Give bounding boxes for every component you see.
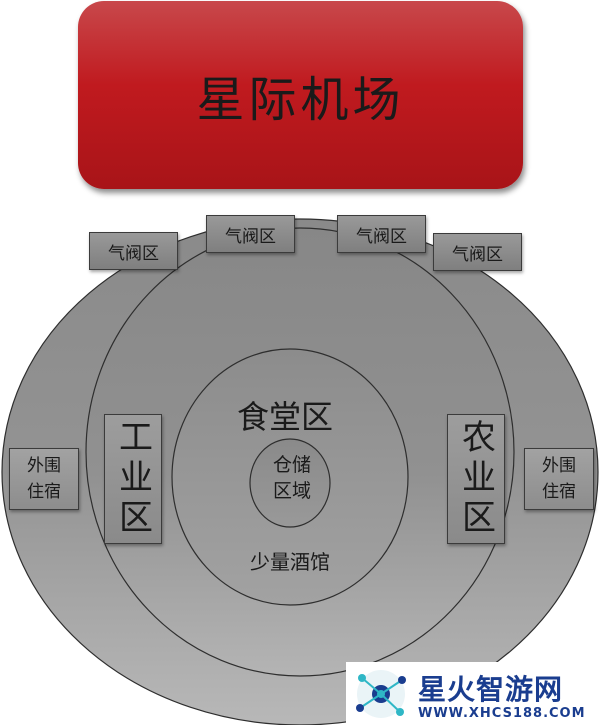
residence-right-line-2: 住宿	[542, 482, 576, 502]
airlock-zone-3-label: 气阀区	[356, 226, 407, 247]
residence-left-line-1: 外围	[27, 456, 61, 476]
agriculture-zone-label: 农业区	[455, 419, 496, 539]
airlock-zone-1-label: 气阀区	[108, 243, 159, 264]
residence-left-line-2: 住宿	[27, 482, 61, 502]
residence-right-line-1: 外围	[542, 456, 576, 476]
airlock-zone-2-label: 气阀区	[225, 226, 276, 247]
airlock-zone-4-label: 气阀区	[452, 244, 503, 265]
industry-zone: 工业区	[104, 414, 162, 544]
title-banner: 星际机场	[78, 1, 523, 189]
residence-left: 外围 住宿	[9, 448, 79, 510]
storage-zone-label: 仓储 区域	[262, 452, 322, 504]
core-ring	[249, 438, 331, 528]
tavern-label: 少量酒馆	[250, 550, 330, 574]
residence-left-label: 外围 住宿	[22, 453, 66, 505]
storage-line-1: 仓储	[272, 454, 311, 476]
industry-zone-label: 工业区	[112, 419, 153, 539]
airlock-zone-4: 气阀区	[433, 233, 522, 271]
airlock-zone-2: 气阀区	[206, 215, 295, 253]
residence-right: 外围 住宿	[524, 448, 594, 510]
site-watermark: 星火智游网 WWW.XHCS188.COM	[346, 662, 600, 725]
network-logo-icon	[356, 670, 406, 718]
canteen-zone-label: 食堂区	[236, 398, 333, 436]
airlock-zone-3: 气阀区	[337, 215, 426, 253]
residence-right-label: 外围 住宿	[537, 453, 581, 505]
title-text: 星际机场	[196, 72, 405, 128]
agriculture-zone: 农业区	[447, 414, 505, 544]
airlock-zone-1: 气阀区	[89, 232, 178, 270]
storage-line-2: 区域	[272, 480, 311, 502]
watermark-site-name: 星火智游网	[418, 673, 564, 706]
watermark-site-url: WWW.XHCS188.COM	[418, 706, 586, 721]
